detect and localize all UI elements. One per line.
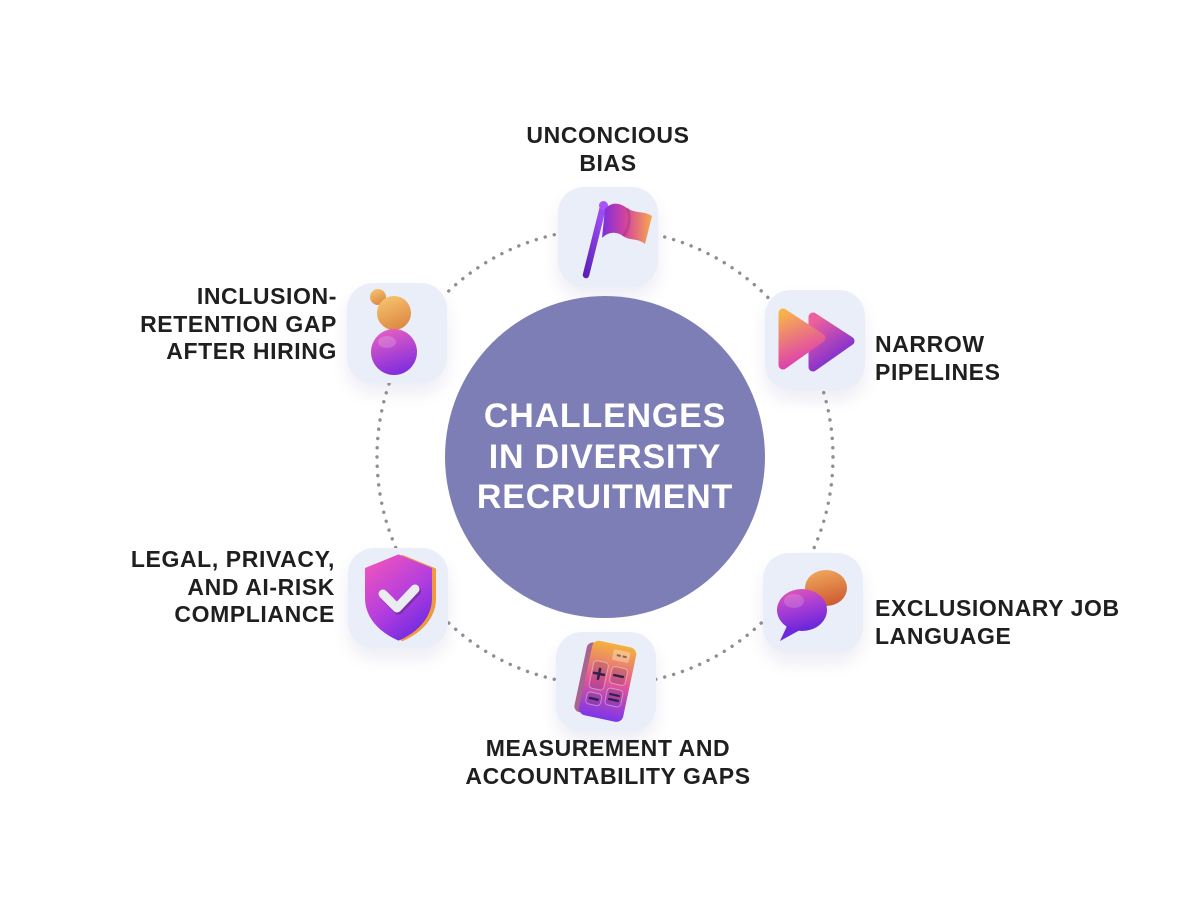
label-line: AND AI-RISK	[187, 573, 335, 600]
fast-forward-icon	[778, 308, 855, 372]
label-measurement-accountability-gaps: MEASUREMENT AND ACCOUNTABILITY GAPS	[408, 735, 808, 790]
node-tile-narrow-pipelines	[765, 290, 865, 390]
node-tile-inclusion-retention-gap	[347, 283, 447, 383]
person-icon	[370, 289, 417, 375]
label-line: UNCONCIOUS	[526, 122, 690, 148]
page-title: CHALLENGES IN DIVERSITY RECRUITMENT	[477, 396, 733, 518]
title-line-1: CHALLENGES	[483, 396, 727, 435]
title-line-2: IN DIVERSITY	[488, 437, 722, 476]
label-line: ACCOUNTABILITY GAPS	[465, 762, 751, 789]
node-tile-unconcious-bias	[558, 187, 658, 287]
node-tile-legal-compliance	[348, 548, 448, 648]
speech-bubbles-icon	[777, 570, 847, 641]
label-line: PIPELINES	[875, 358, 1001, 385]
label-narrow-pipelines: NARROW PIPELINES	[875, 331, 1001, 386]
label-line: LANGUAGE	[875, 622, 1012, 649]
flag-icon	[582, 201, 652, 279]
label-unconcious-bias: UNCONCIOUS BIAS	[408, 122, 808, 177]
label-line: NARROW	[875, 331, 985, 357]
label-line: INCLUSION-	[196, 283, 337, 309]
label-line: EXCLUSIONARY JOB	[875, 595, 1120, 621]
label-line: AFTER HIRING	[166, 338, 337, 365]
label-exclusionary-job-language: EXCLUSIONARY JOB LANGUAGE	[875, 595, 1120, 650]
label-line: RETENTION GAP	[140, 310, 337, 337]
calculator-icon	[574, 640, 637, 722]
center-circle: CHALLENGES IN DIVERSITY RECRUITMENT	[445, 296, 765, 618]
label-line: BIAS	[579, 149, 637, 176]
label-line: COMPLIANCE	[174, 601, 335, 628]
shield-check-icon	[365, 554, 436, 641]
title-line-3: RECRUITMENT	[476, 478, 734, 517]
label-line: MEASUREMENT AND	[485, 735, 731, 761]
label-line: LEGAL, PRIVACY,	[130, 546, 335, 572]
label-legal-privacy-ai-risk-compliance: LEGAL, PRIVACY, AND AI-RISK COMPLIANCE	[75, 546, 335, 629]
node-tile-measurement-gaps	[556, 632, 656, 732]
node-tile-exclusionary-language	[763, 553, 863, 653]
label-inclusion-retention-gap-after-hiring: INCLUSION- RETENTION GAP AFTER HIRING	[97, 283, 337, 366]
